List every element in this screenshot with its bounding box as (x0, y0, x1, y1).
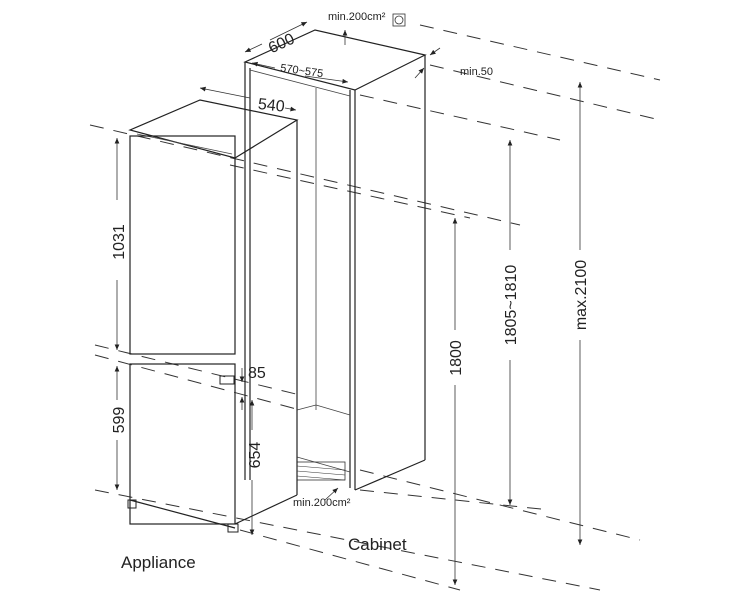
dim-cabinet-depth: 600 (266, 31, 297, 58)
dim-top-vent: min.200cm² (328, 11, 386, 23)
label-cabinet: Cabinet (348, 535, 407, 554)
vent-symbol-icon (392, 13, 406, 27)
dim-bottom-vent: min.200cm² (293, 497, 351, 509)
dimension-arrows (114, 21, 583, 585)
appliance-drawing (127, 99, 299, 533)
dim-lower-door: 599 (111, 407, 128, 434)
dim-upper-door: 1031 (111, 224, 128, 260)
dim-cabinet-inner-width: 570~575 (279, 62, 323, 80)
dim-rear-gap: min.50 (460, 66, 493, 78)
dim-door-gap: 85 (248, 365, 266, 382)
dim-appliance-height: 1800 (448, 340, 465, 376)
dim-niche-height: 1805~1810 (503, 265, 520, 346)
dim-appliance-width: 540 (257, 96, 285, 116)
bottom-vent-grille (296, 461, 346, 481)
cabinet-drawing (243, 13, 427, 491)
dim-lower-hinge: 654 (247, 442, 264, 469)
dim-max-height: max.2100 (573, 260, 590, 330)
label-appliance: Appliance (121, 553, 196, 572)
